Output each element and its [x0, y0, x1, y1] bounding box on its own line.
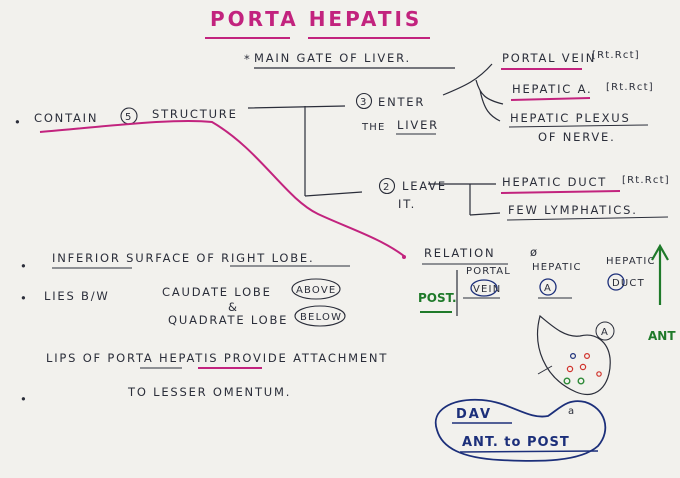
lips-point: LIPS OF PORTA HEPATIS PROVIDE ATTACHMENT: [46, 351, 388, 365]
subtitle-asterisk: *: [244, 52, 252, 66]
vein-circle: [470, 279, 498, 297]
bullet-2: •: [20, 291, 29, 305]
above-label: ABOVE: [296, 285, 336, 296]
mnemonic-mark: a: [568, 406, 575, 417]
section-label-circle: [595, 321, 615, 341]
post-label: POST.: [418, 291, 457, 305]
hepatic-artery-note: [Rt.Rct]: [606, 82, 654, 93]
portal-vein-col-line2: VEIN: [473, 284, 501, 295]
hepatic-plexus-underline: [508, 124, 649, 128]
section-label: A: [601, 327, 609, 338]
hepatic-plexus-label: HEPATIC PLEXUS: [510, 111, 631, 125]
enter-the: THE: [361, 122, 386, 133]
hepatic-plexus-line2: OF NERVE.: [538, 130, 616, 144]
enter-count: 3: [360, 97, 368, 108]
portal-vein-label: PORTAL VEIN: [502, 51, 596, 65]
mnemonic-line1: DAV: [456, 407, 492, 422]
page-title: PORTA HEPATIS: [210, 7, 422, 31]
relation-heading: RELATION: [424, 246, 495, 260]
artery-circle: [539, 278, 557, 296]
lesser-omentum: TO LESSER OMENTUM.: [127, 385, 291, 399]
relation-symbol: ø: [530, 245, 539, 259]
ant-label: ANT: [648, 329, 676, 343]
hepatic-duct-col-line1: HEPATIC: [606, 256, 656, 267]
leave-label: LEAVE: [402, 179, 447, 193]
ant-arrow: [651, 243, 669, 305]
enter-liver: LIVER: [397, 118, 439, 132]
contain-structure: STRUCTURE: [152, 107, 238, 121]
portal-vein-note: [Rt.Rct]: [592, 50, 640, 61]
contain-label: CONTAIN: [34, 111, 98, 125]
dot-3: [566, 365, 574, 373]
contain-bullet: •: [14, 115, 23, 129]
below-label: BELOW: [300, 312, 342, 323]
section-tick: [537, 365, 553, 375]
leave-bracket: [428, 183, 501, 216]
lymphatics-underline: [506, 216, 669, 221]
above-circle: [291, 278, 341, 300]
hepatic-duct-note: [Rt.Rct]: [622, 175, 670, 186]
duct-circle: [607, 273, 625, 291]
subtitle: MAIN GATE OF LIVER.: [254, 51, 411, 65]
quadrate-lobe: QUADRATE LOBE: [168, 313, 288, 327]
leave-count-circle: [378, 177, 396, 195]
contain-count: 5: [125, 112, 133, 123]
enter-label: ENTER: [378, 95, 425, 109]
dot-6: [577, 377, 585, 385]
structure-underline-connector: [39, 119, 405, 257]
porta-section-outline: [537, 314, 611, 395]
enter-count-circle: [355, 92, 373, 110]
dot-4: [579, 363, 587, 371]
lymphatics-label: FEW LYMPHATICS.: [508, 203, 638, 217]
hepatic-artery-label: HEPATIC A.: [512, 82, 593, 96]
artery-mark: A: [544, 283, 552, 294]
hepatic-artery-col: HEPATIC: [532, 262, 582, 273]
hepatic-duct-col-line2: DUCT: [612, 278, 645, 289]
mnemonic-outline: [434, 398, 607, 462]
dot-5: [563, 377, 571, 385]
ampersand: &: [228, 300, 239, 314]
lies-between: LIES B/W: [44, 289, 110, 303]
mnemonic-line2: ANT. to POST: [462, 435, 570, 450]
bullet-1: •: [20, 259, 29, 273]
hepatic-duct-underline: [500, 190, 621, 194]
dot-1: [569, 353, 576, 360]
inferior-surface-point: INFERIOR SURFACE OF RIGHT LOBE.: [52, 251, 314, 265]
mnemonic-line2-underline: [459, 450, 599, 453]
leave-it: IT.: [398, 197, 416, 211]
below-circle: [294, 305, 346, 327]
connector-dot: [402, 255, 406, 259]
dot-2: [583, 353, 590, 360]
leave-count: 2: [383, 182, 391, 193]
bullet-3: •: [20, 392, 29, 406]
hepatic-artery-underline: [510, 97, 591, 101]
portal-vein-col-line1: PORTAL: [466, 266, 511, 277]
dot-7: [596, 371, 602, 377]
hepatic-duct-label: HEPATIC DUCT: [502, 175, 607, 189]
contain-bracket: [247, 105, 363, 197]
enter-branch: [442, 63, 504, 122]
caudate-lobe: CAUDATE LOBE: [162, 285, 272, 299]
